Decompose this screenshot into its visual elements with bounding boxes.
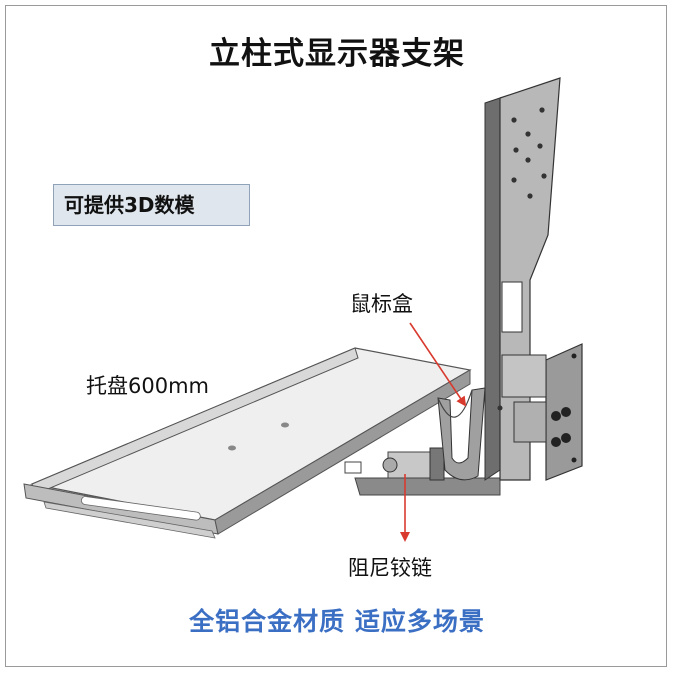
wall-mount-plate: [501, 343, 583, 481]
hinge-rail-assembly: [354, 447, 501, 496]
mount-hole: [561, 433, 571, 443]
tray-wrist-slot: [81, 496, 201, 521]
lower-rail: [354, 477, 501, 496]
vesa-hole: [527, 193, 533, 199]
mount-bracket-lower: [513, 401, 547, 443]
mouse-box-rim: [437, 389, 473, 418]
mount-hole: [561, 407, 571, 417]
hinge-pin: [382, 457, 398, 473]
tray-side-slot: [344, 461, 362, 474]
vesa-hole: [513, 147, 519, 153]
vesa-hole: [541, 173, 547, 179]
mouse-box: [437, 387, 486, 481]
vesa-hole: [525, 131, 531, 137]
column-hole: [497, 405, 503, 411]
keyboard-tray: [23, 347, 472, 539]
tray-side-face: [214, 369, 471, 535]
mouse-box-label: 鼠标盒: [350, 292, 413, 316]
tray-front-flange: [43, 501, 216, 539]
column-window: [501, 281, 523, 333]
tray-hole: [228, 445, 236, 451]
column-side: [484, 97, 501, 481]
tray-hole: [281, 422, 289, 428]
3d-model-badge: 可提供3D数模: [53, 184, 250, 226]
hinge-cap: [429, 447, 445, 481]
mount-bracket-upper: [501, 354, 547, 398]
mount-hole: [551, 437, 561, 447]
tray-label: 托盘600mm: [86, 374, 209, 398]
vesa-hole: [511, 177, 517, 183]
damping-hinge-label: 阻尼铰链: [348, 556, 432, 580]
vesa-hole: [511, 117, 517, 123]
mouse-box-arrow: [409, 322, 467, 407]
image-frame: [5, 5, 667, 667]
mount-hole: [551, 411, 561, 421]
vesa-hole: [537, 143, 543, 149]
vesa-hole: [539, 107, 545, 113]
mount-hole: [571, 457, 577, 463]
footer-tagline: 全铝合金材质 适应多场景: [189, 607, 485, 636]
mouse-box-shell: [437, 387, 486, 481]
mount-hole: [571, 353, 577, 359]
vesa-hole: [525, 157, 531, 163]
page-title: 立柱式显示器支架: [209, 36, 465, 72]
